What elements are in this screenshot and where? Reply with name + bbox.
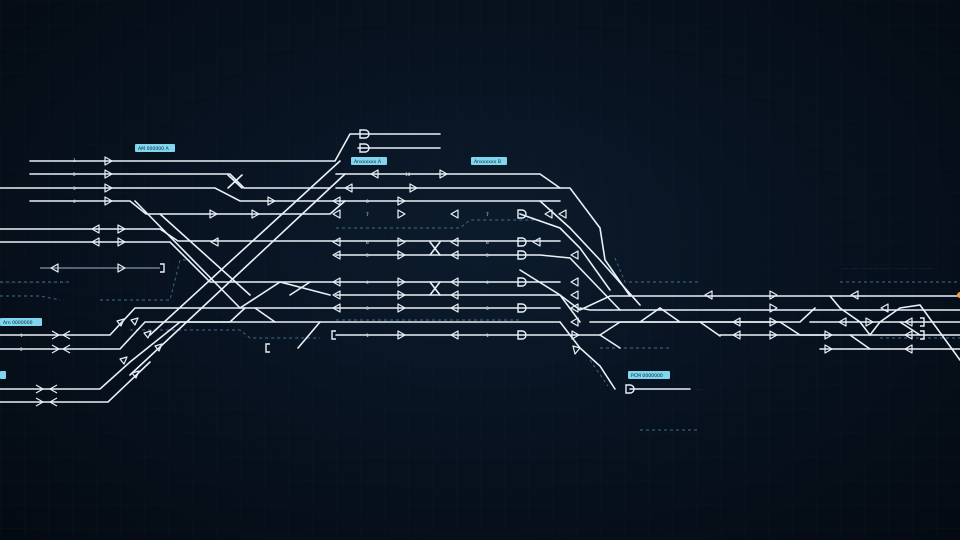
track-number: 7 — [366, 212, 369, 218]
track-number: 2 — [20, 347, 23, 353]
track-number: 1 — [20, 333, 23, 339]
tracks — [0, 133, 960, 403]
signals — [35, 156, 913, 407]
status-indicator-dot — [957, 292, 960, 298]
track-number: 2 — [73, 172, 76, 178]
track-number: 3 — [486, 306, 489, 312]
svg-text:Anxxxxxx A: Anxxxxxx A — [354, 159, 382, 165]
annotations: ··· ·· ····· ·· ···· ·· ········ ··· ···… — [0, 160, 934, 392]
track-number-labels: 1 2 3 4 10 8 7 7 6 6 5 5 4 4 3 3 1 1 1 2 — [20, 158, 489, 353]
station-label: PCM 0000000 — [628, 371, 670, 379]
track-number: 1 — [366, 333, 369, 339]
svg-text:··· ···· ········· ····· ·····: ··· ···· ········· ····· ········ ·· ···… — [842, 267, 934, 271]
station-label: Anxxxxxx A — [351, 157, 387, 165]
station-label: AM 000000 A — [135, 144, 175, 152]
track-number: 6 — [366, 240, 369, 246]
track-number: 6 — [486, 240, 489, 246]
svg-text:····: ···· — [30, 173, 38, 177]
track-number: 1 — [486, 333, 489, 339]
svg-text:··· ·· ····· ·· ···· ·· ······: ··· ·· ····· ·· ···· ·· ········ — [0, 281, 65, 285]
track-number: 1 — [73, 158, 76, 164]
track-number: 4 — [366, 280, 369, 286]
track-number: 5 — [486, 253, 489, 259]
track-number: 4 — [73, 199, 76, 205]
track-number: 3 — [73, 186, 76, 192]
station-label: Am 0000000 — [0, 318, 42, 326]
track-number: 7 — [486, 212, 489, 218]
svg-text:····: ···· — [695, 388, 703, 392]
dashed-guides — [0, 219, 960, 431]
station-labels: AM 000000 A Anxxxxxx A Anxxxxxx B Am 000… — [0, 144, 670, 379]
station-label: Anxxxxxx B — [471, 157, 507, 165]
track-number: 8 — [366, 199, 369, 205]
buffer-stops — [160, 129, 925, 394]
station-label-edge — [0, 371, 6, 379]
svg-text:PCM 0000000: PCM 0000000 — [631, 373, 663, 379]
track-number: 3 — [366, 306, 369, 312]
track-number: 5 — [366, 253, 369, 259]
svg-text:Am 0000000: Am 0000000 — [3, 320, 33, 326]
svg-text:AM 000000 A: AM 000000 A — [138, 146, 170, 152]
track-number: 4 — [486, 280, 489, 286]
svg-text:Anxxxxxx B: Anxxxxxx B — [474, 159, 501, 165]
svg-text:··· ··: ··· ·· — [0, 187, 12, 191]
track-number: 10 — [405, 172, 411, 178]
svg-text:····: ···· — [30, 200, 38, 204]
svg-text:····: ···· — [30, 160, 38, 164]
